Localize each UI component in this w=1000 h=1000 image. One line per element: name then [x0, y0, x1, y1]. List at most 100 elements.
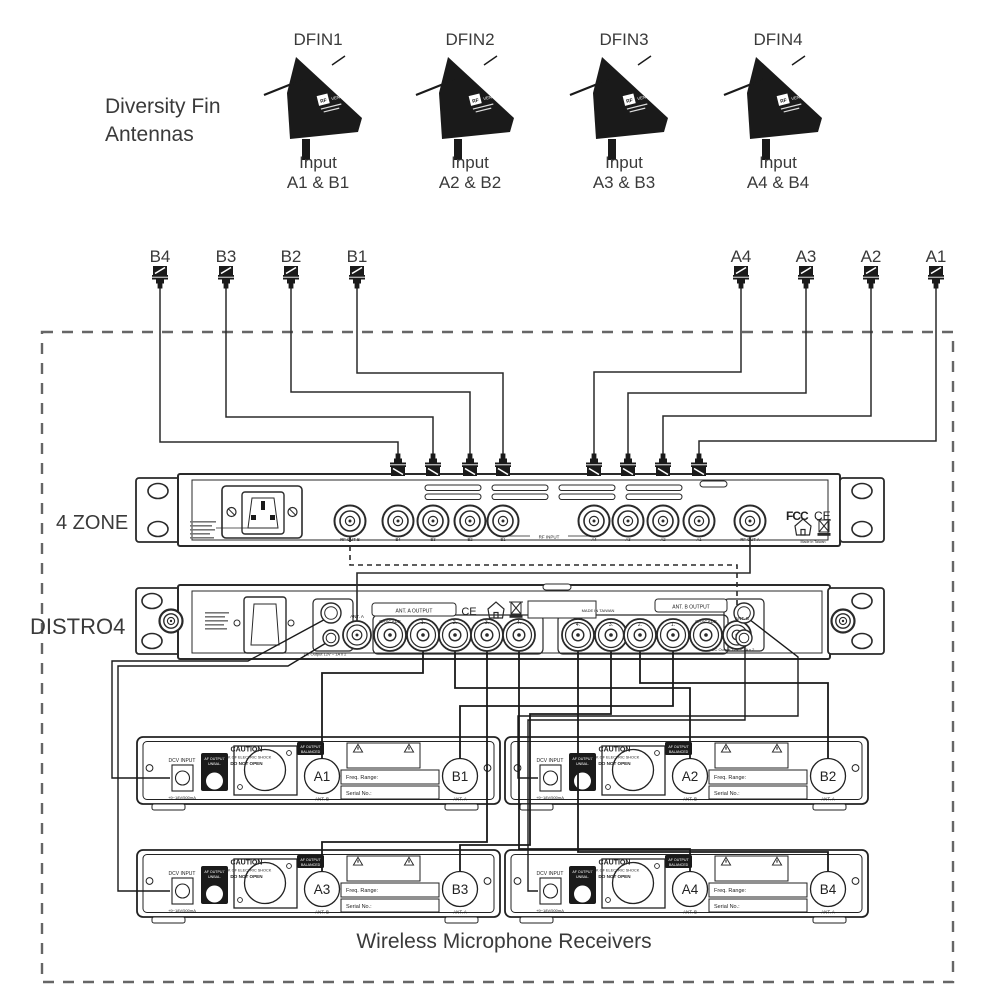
jack-a2 — [646, 504, 680, 538]
cable-a1 — [698, 288, 937, 454]
ant-a-label: ANT. A — [350, 614, 364, 619]
port-b2-label: B2 — [820, 769, 837, 784]
svg-text:VENUE: VENUE — [331, 93, 346, 101]
dfin1-input-ports: A1 & B1 — [287, 173, 349, 192]
freq-range-label: Freq. Range: — [346, 775, 379, 781]
wire-a4 — [518, 650, 691, 871]
dc-wire-r1 — [111, 615, 332, 779]
power-inlet-icon — [221, 485, 303, 539]
dc-rating-label: +9~18V/500mA — [168, 908, 196, 913]
jack-a1 — [682, 504, 716, 538]
dc-rating-label: +9~18V/500mA — [536, 908, 564, 913]
rf-out-b-to-ant-b — [349, 537, 738, 621]
caution-title: CAUTION — [599, 860, 631, 867]
dc-rating-label: +9~18V/500mA — [536, 795, 564, 800]
jack-a1-label: A1 — [696, 537, 702, 542]
vent-slots — [424, 484, 683, 500]
ce-mark: CE — [814, 509, 831, 523]
cable-b4 — [159, 288, 399, 454]
jack-b4-label: B4 — [395, 537, 401, 542]
unbal-label-2: UNBAL. — [576, 762, 589, 766]
cable-label-b2: B2 — [281, 247, 302, 266]
svg-text:RF: RF — [780, 98, 788, 105]
caution-line2: DO NOT OPEN — [230, 761, 263, 766]
freq-range-label: Freq. Range: — [714, 888, 747, 894]
bal-label-2: BALANCED — [669, 750, 689, 754]
dfin4-label: DFIN4 — [753, 30, 802, 49]
jack-b1 — [486, 504, 520, 538]
dfin1-input-word: Input — [299, 153, 337, 172]
unbal-label-2: UNBAL. — [576, 875, 589, 879]
dfin4-input-word: Input — [759, 153, 797, 172]
ant-b-sublabel: ANT. B — [683, 910, 697, 915]
caution-title: CAUTION — [231, 747, 263, 754]
freq-range-label: Freq. Range: — [346, 888, 379, 894]
wire-a2 — [454, 650, 691, 759]
ant-a-output-label: ANT. A OUTPUT — [396, 609, 433, 615]
port-b1-label: B1 — [452, 769, 469, 784]
ant-a-output-tab — [371, 602, 457, 617]
antenna-heading-line2: Antennas — [105, 123, 194, 146]
jack-a2-label: A2 — [660, 537, 666, 542]
receiver-3-labels: DCV INPUT +9~18V/500mA AF OUTPUT UNBAL. … — [168, 858, 468, 915]
cable-plugs — [151, 265, 945, 477]
rf-input-label: RF INPUT — [539, 535, 560, 540]
svg-text:RF: RF — [472, 98, 480, 105]
distro-jacks — [320, 602, 755, 652]
receivers-caption: Wireless Microphone Receivers — [356, 930, 651, 953]
dfin3-input-ports: A3 & B3 — [593, 173, 655, 192]
cable-a3 — [627, 288, 807, 454]
caution-line1: RISK OF ELECTRIC SHOCK — [222, 869, 272, 873]
cable-label-a4: A4 — [731, 247, 752, 266]
rf-out-a-to-ant-a — [356, 537, 751, 621]
cable-b2 — [290, 288, 471, 454]
jack-a3 — [611, 504, 645, 538]
dfin2-input-ports: A2 & B2 — [439, 173, 501, 192]
rf-venue-logo: RF VENUE — [316, 93, 346, 113]
unbal-label-2: UNBAL. — [208, 875, 221, 879]
distro-unit-label: DISTRO4 — [30, 614, 125, 639]
serial-no-label: Serial No.: — [714, 791, 740, 797]
antenna-group: RF VENUE RF VENUE — [263, 55, 822, 160]
ant-b-label: ANT. B — [735, 616, 749, 621]
a-port-3-label: 3. — [485, 620, 489, 626]
ear-bnc-right — [830, 608, 856, 634]
receiver-1-labels: DCV INPUT +9~18V/500mA AF OUTPUT UNBAL. … — [168, 745, 468, 802]
port-a2-label: A2 — [682, 769, 699, 784]
antenna-dfin1: RF VENUE — [263, 55, 362, 160]
port-a4-label: A4 — [682, 882, 699, 897]
svg-text:RF: RF — [626, 98, 634, 105]
dc-jacks — [320, 602, 755, 647]
distro-ce-mark: CE — [461, 606, 476, 618]
ant-b-sublabel: ANT. B — [315, 797, 329, 802]
caution-title: CAUTION — [599, 747, 631, 754]
wire-a3 — [321, 650, 488, 871]
cable-a4 — [593, 288, 742, 454]
dcv-input-label: DCV INPUT — [169, 758, 196, 764]
unbal-label-2: UNBAL. — [208, 762, 221, 766]
dfin1-label: DFIN1 — [293, 30, 342, 49]
zone-to-distro-cables — [349, 537, 751, 621]
rf-out-a-jack — [733, 504, 767, 538]
cascade-b-label: CASCADE — [695, 619, 717, 624]
bal-label-2: BALANCED — [301, 750, 321, 754]
dcv-input-label: DCV INPUT — [169, 871, 196, 877]
svg-text:RF: RF — [320, 98, 328, 105]
a-port-2-label: 2. — [453, 620, 457, 626]
ant-a-sublabel: ANT. A — [821, 797, 835, 802]
jack-b2 — [453, 504, 487, 538]
dfin3-input-word: Input — [605, 153, 643, 172]
bal-label-2: BALANCED — [301, 863, 321, 867]
spec-text-block — [190, 521, 216, 539]
antenna-heading-line1: Diversity Fin — [105, 95, 221, 118]
serial-no-label: Serial No.: — [714, 904, 740, 910]
dc-wire-r4 — [527, 641, 746, 892]
jack-b1-label: B1 — [500, 537, 506, 542]
ant-b-sublabel: ANT. B — [683, 797, 697, 802]
fcc-mark: FCC — [786, 509, 809, 523]
dc-rating-label: +9~18V/500mA — [168, 795, 196, 800]
cable-label-a1: A1 — [926, 247, 947, 266]
cable-label-b4: B4 — [150, 247, 171, 266]
